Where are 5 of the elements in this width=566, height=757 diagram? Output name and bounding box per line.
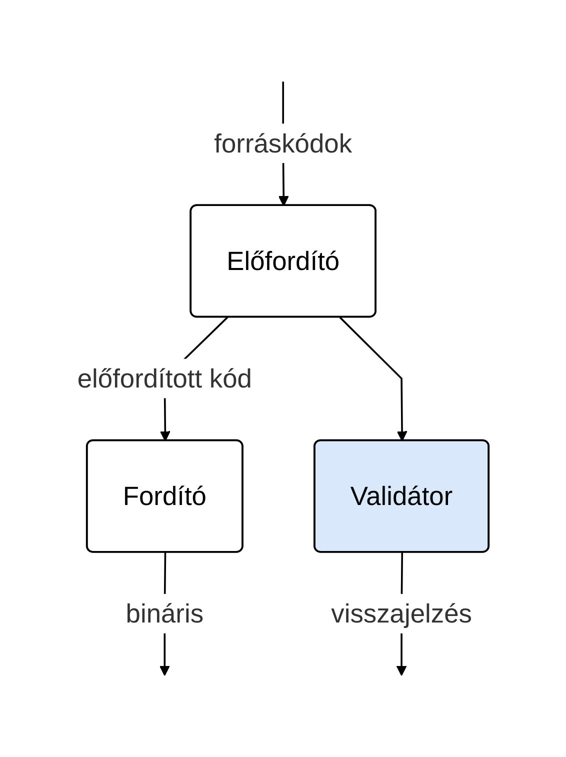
edge-label: bináris [126,598,204,629]
edge-label: előfordított kód [77,364,252,394]
edge-label: forráskódok [214,128,352,158]
edge-label: visszajelzés [331,598,472,629]
arrow [339,316,408,442]
